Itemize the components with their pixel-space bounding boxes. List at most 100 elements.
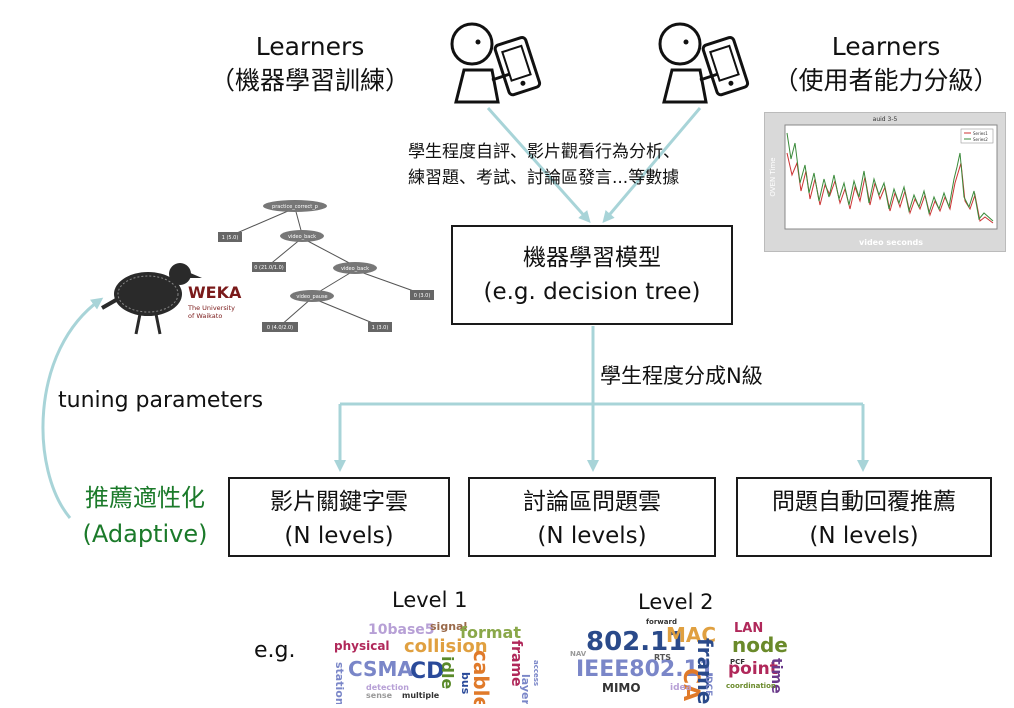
chart-legend-1: Series1 (973, 131, 988, 136)
weka-decision-tree-image: WEKA The University of Waikato practice_… (100, 196, 440, 346)
tuning-parameters-label: tuning parameters (58, 388, 264, 413)
feedback-curve-arrow (41, 297, 104, 519)
wc-word: format (460, 623, 521, 642)
wc-word: sense (366, 691, 393, 700)
wc-word: LAN (734, 621, 763, 636)
wc-word: 802.11 (586, 627, 686, 657)
wc-word: node (732, 633, 788, 657)
learner-with-tablet-icon (450, 22, 542, 104)
ml-model-title: 機器學習模型 (523, 245, 661, 271)
split-label: 學生程度分成N級 (600, 364, 763, 388)
eg-label: e.g. (254, 638, 296, 663)
output-box-video-keyword-cloud: 影片關鍵字雲 (N levels) (228, 477, 450, 557)
wc-word: collision (404, 636, 488, 657)
tree-node-label: video_back (341, 266, 369, 272)
tree-node (263, 200, 327, 212)
data-sources-line1: 學生程度自評、影片觀看行為分析、 (408, 142, 680, 162)
tree-node (290, 290, 334, 302)
tree-leaf-label: 0 (4.0/2.0) (267, 325, 293, 331)
chart-ylabel: OVEN Time (769, 157, 777, 196)
chart-series-red (786, 152, 994, 224)
level2-title: Level 2 (638, 590, 714, 614)
tree-leaf (252, 262, 286, 272)
weka-line1: The University (187, 304, 235, 312)
wc-word: MIMO (602, 681, 641, 695)
output-title: 影片關鍵字雲 (270, 489, 408, 515)
wc-word: frame (693, 638, 717, 704)
tree-node-label: practice_correct_p (272, 204, 318, 210)
wc-word: MAC (666, 623, 716, 647)
data-sources-line2: 練習題、考試、討論區發言...等數據 (408, 168, 680, 188)
wc-word: layer (519, 674, 532, 704)
level1-title: Level 1 (392, 588, 468, 612)
tree-leaf (262, 322, 298, 332)
output-title: 討論區問題雲 (523, 489, 661, 515)
wc-word: frame (508, 640, 524, 687)
chart-xlabel: video seconds (859, 238, 923, 247)
adaptive-line2: (Adaptive) (82, 520, 208, 548)
tree-leaf (368, 322, 392, 332)
weka-bird-icon (101, 263, 202, 335)
wc-word: CA (678, 668, 703, 701)
line-chart: auid 3-5 video seconds OVEN Time Series1… (769, 116, 998, 247)
wc-word: time (768, 658, 784, 694)
arrow-right-learner-to-model (602, 107, 702, 224)
wc-word: forward (646, 618, 677, 626)
tree-node (280, 230, 324, 242)
tree-leaf-label: 0 (21.0/1.0) (254, 265, 283, 271)
tree-leaf-label: 1 (3.0) (372, 325, 389, 331)
weka-line2: of Waikato (188, 312, 222, 320)
ml-model-box: 機器學習模型 (e.g. decision tree) (451, 225, 733, 325)
wc-word: signal (430, 620, 467, 633)
chart-legend-2: Series2 (973, 137, 988, 142)
wc-word: bus (459, 672, 472, 695)
adaptive-label: 推薦適性化 (Adaptive) (70, 480, 220, 552)
output-box-forum-question-cloud: 討論區問題雲 (N levels) (468, 477, 716, 557)
decision-tree-diagram: WEKA The University of Waikato practice_… (101, 200, 434, 335)
adaptive-line1: 推薦適性化 (85, 484, 205, 512)
tree-leaf-label: 0 (3.0) (414, 293, 431, 299)
tree-node-label: video_back (288, 234, 316, 240)
learners-right-title: Learners (831, 32, 941, 61)
tree-leaf-label: 1 (5.0) (222, 235, 239, 241)
word-cloud-level2: 802.11 MAC LAN node IEEE802.11 CA frame … (570, 618, 788, 704)
weka-name: WEKA (188, 283, 242, 302)
word-cloud-level1: 10base5 signal format physical collision… (333, 620, 540, 704)
wc-word: station (333, 662, 346, 704)
wc-word: IEEE802.11 (576, 657, 714, 682)
tree-leaf (410, 290, 434, 300)
wc-word: detection (366, 683, 409, 692)
output-subtitle: (N levels) (537, 523, 647, 549)
chart-title: auid 3-5 (873, 116, 898, 123)
wc-word: CD (410, 659, 444, 684)
wc-word: coordination (726, 682, 776, 690)
learners-left-subtitle: （機器學習訓練） (209, 66, 410, 95)
wc-word: PCF (730, 658, 745, 666)
output-title: 問題自動回覆推薦 (772, 489, 956, 515)
output-subtitle: (N levels) (809, 523, 919, 549)
wc-word: DCF (703, 676, 713, 696)
wc-word: access (532, 660, 540, 686)
learners-left-title: Learners (255, 32, 365, 61)
arrow-left-learner-to-model (486, 107, 591, 223)
wc-word: physical (334, 639, 390, 653)
tree-node-label: video_pause (296, 294, 327, 300)
output-box-auto-reply-recommend: 問題自動回覆推薦 (N levels) (736, 477, 992, 557)
line-chart-thumbnail: auid 3-5 video seconds OVEN Time Series1… (764, 112, 1006, 252)
wc-word: idle (438, 656, 457, 689)
wc-word: CSMA (348, 657, 413, 681)
learners-right-subtitle: （使用者能力分級） (773, 66, 999, 95)
learner-with-tablet-icon (658, 22, 750, 104)
wc-word: idea (670, 683, 692, 693)
ml-model-subtitle: (e.g. decision tree) (483, 279, 701, 305)
tree-leaf (218, 232, 242, 242)
wc-word: point (728, 659, 778, 679)
wc-word: 10base5 (368, 622, 435, 638)
wc-word: NAV (570, 650, 587, 658)
wc-word: RTS (654, 653, 671, 662)
wc-word: cable (469, 650, 493, 704)
wc-word: multiple (402, 691, 440, 700)
chart-series-green (786, 132, 994, 222)
tree-node (333, 262, 377, 274)
